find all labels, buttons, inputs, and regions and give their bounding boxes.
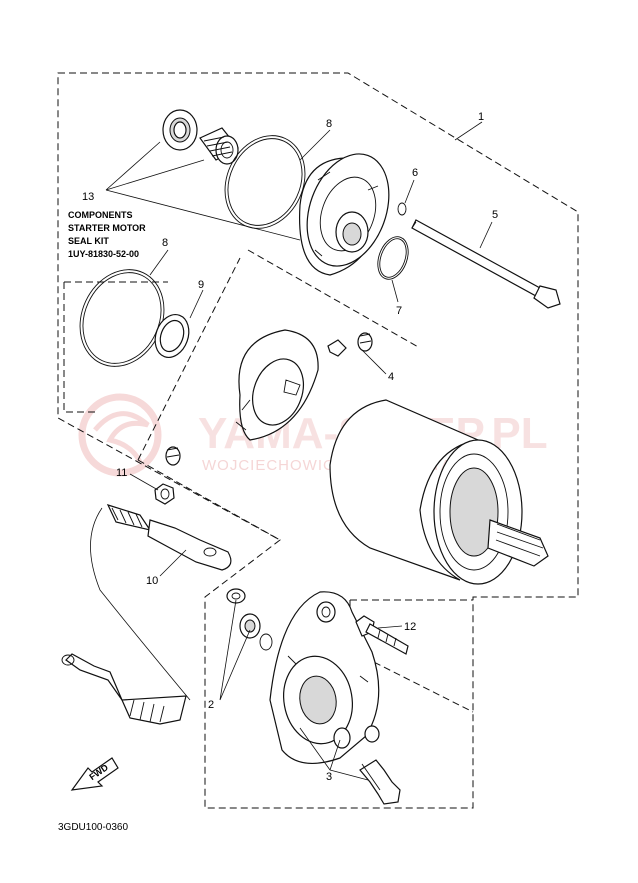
callout-8-top: 8 <box>326 118 332 130</box>
callout-3: 3 <box>326 771 332 783</box>
rear-bracket <box>269 591 380 764</box>
brush-plate <box>235 329 319 441</box>
o-ring-bracket <box>259 633 273 651</box>
diagram-code: 3GDU100-0360 <box>58 822 128 833</box>
brush-spring-bottom <box>165 446 181 466</box>
watermark-logo-swirl <box>93 411 150 464</box>
callout-11: 11 <box>116 467 127 479</box>
callout-2: 2 <box>208 699 214 711</box>
through-bolt <box>411 219 561 309</box>
callout-4: 4 <box>388 371 394 383</box>
callout-12: 12 <box>404 621 416 633</box>
front-cover <box>298 153 390 276</box>
kit-note-line4: 1UY-81830-52-00 <box>68 249 139 259</box>
seal-kit-boundary <box>63 281 168 413</box>
brush-spring-top <box>357 332 373 352</box>
fwd-arrow-icon: FWD <box>70 757 119 791</box>
callout-5: 5 <box>492 209 498 221</box>
motor-yoke <box>329 399 549 585</box>
washer-bracket-a <box>226 588 246 604</box>
lead-wire <box>61 504 232 725</box>
needle-bearing <box>199 127 239 165</box>
bolt-bracket <box>355 615 409 655</box>
o-ring-seal-kit <box>79 269 165 367</box>
watermark-logo <box>78 393 162 477</box>
callout-7: 7 <box>396 305 402 317</box>
callout-6: 6 <box>412 167 418 179</box>
seal-kit-note: COMPONENTS STARTER MOTOR SEAL KIT 1UY-81… <box>68 210 146 259</box>
assembly-boundary <box>57 72 579 809</box>
brush-terminal <box>359 759 401 805</box>
brush <box>327 339 347 357</box>
kit-note-line2: STARTER MOTOR <box>68 223 146 233</box>
nut <box>154 483 175 505</box>
oil-seal <box>162 109 198 151</box>
kit-note-line1: COMPONENTS <box>68 210 133 220</box>
o-ring-small <box>397 202 407 216</box>
o-ring-rear <box>377 236 409 280</box>
callout-8-kit: 8 <box>162 237 168 249</box>
brush-plate-boundary <box>137 249 421 541</box>
callout-13: 13 <box>82 191 94 203</box>
callout-10: 10 <box>146 575 158 587</box>
callout-1: 1 <box>478 111 484 123</box>
kit-note-line3: SEAL KIT <box>68 236 109 246</box>
callout-9: 9 <box>198 279 204 291</box>
leader-lines <box>105 121 493 781</box>
